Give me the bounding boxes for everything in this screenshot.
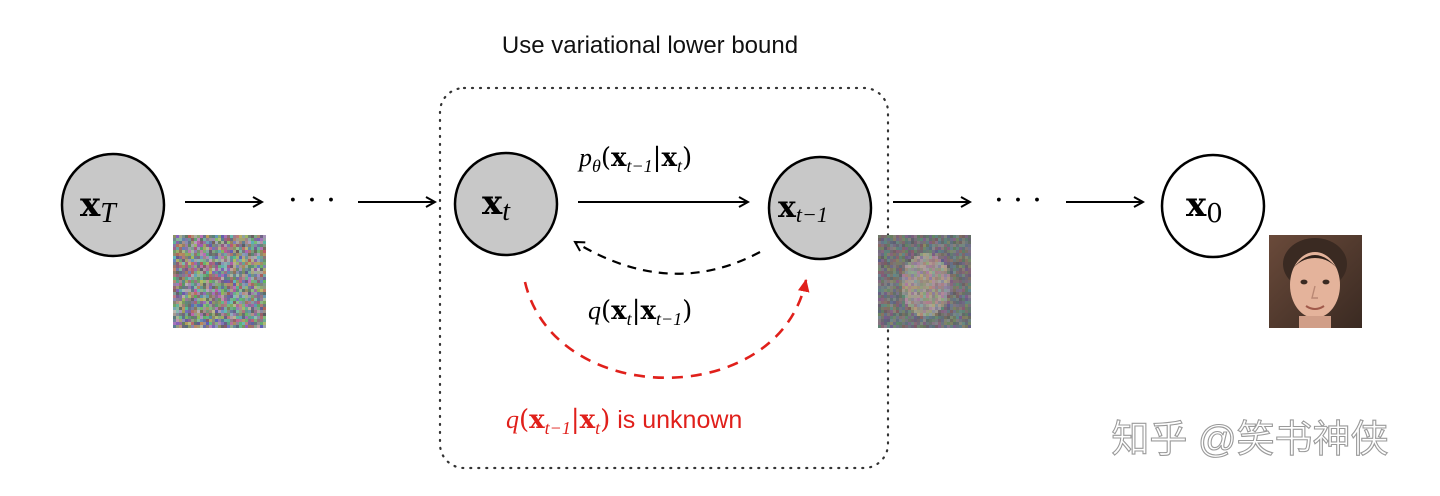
svg-text:xT: xT [80,185,118,229]
pure-noise-image [173,235,266,328]
unknown-posterior-label: q(xt−1|xt) is unknown [506,405,742,438]
top-label: Use variational lower bound [502,32,798,59]
clean-face-image [1269,235,1362,328]
forward-process-arrow [575,242,761,275]
forward-process-label: q(xt|xt−1) [588,296,692,329]
watermark: 知乎 @笑书神侠 [1111,419,1388,461]
node-x-t-minus-1: xt−1 [767,155,873,261]
node-x-T: xT [60,152,166,258]
svg-text:xt: xt [482,183,511,227]
ellipsis-left: · · · [288,183,336,218]
variational-bound-box [438,86,890,470]
ellipsis-right: · · · [994,183,1042,218]
svg-text:xt−1: xt−1 [778,190,828,227]
svg-text:x0: x0 [1186,185,1223,229]
reverse-process-label: pθ(xt−1|xt) [577,143,692,176]
noisy-face-image [878,235,971,328]
node-x-t: xt [453,151,559,257]
node-x-0: x0 [1160,153,1266,259]
